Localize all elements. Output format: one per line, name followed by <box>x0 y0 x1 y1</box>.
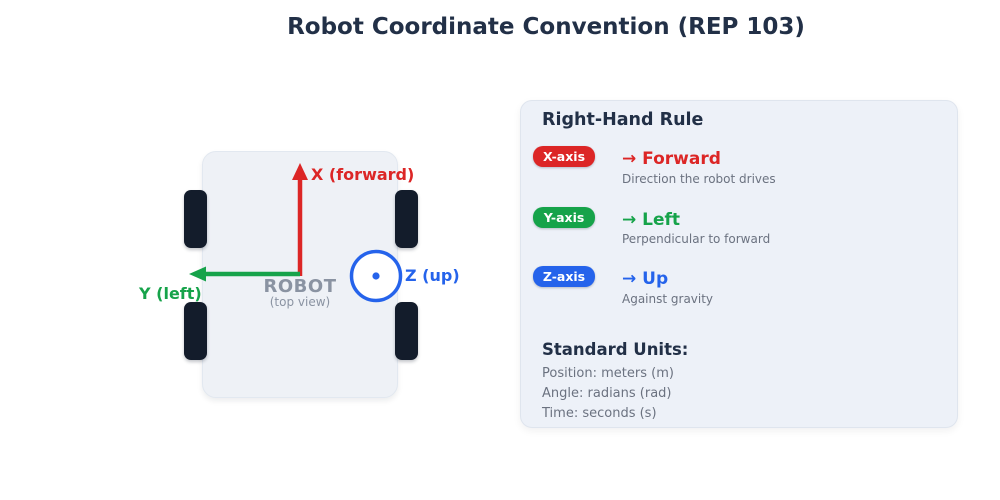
robot-body <box>202 151 398 398</box>
z-axis-direction: → Up <box>622 269 669 289</box>
unit-time: Time: seconds (s) <box>542 406 657 421</box>
wheel-rear-right <box>395 302 418 360</box>
wheel-front-left <box>184 190 207 248</box>
page-title: Robot Coordinate Convention (REP 103) <box>287 14 805 40</box>
wheel-front-right <box>395 190 418 248</box>
z-axis-label: Z (up) <box>405 266 460 285</box>
z-axis-badge: Z-axis <box>533 266 595 287</box>
y-axis-direction: → Left <box>622 210 681 230</box>
unit-angle: Angle: radians (rad) <box>542 386 672 401</box>
x-axis-direction: → Forward <box>622 149 721 169</box>
right-hand-rule-panel: Right-Hand Rule X-axis → Forward Directi… <box>520 100 958 428</box>
robot-label: ROBOT <box>263 276 337 297</box>
standard-units-heading: Standard Units: <box>542 340 689 359</box>
x-axis-label: X (forward) <box>311 165 415 184</box>
y-axis-description: Perpendicular to forward <box>622 232 771 246</box>
y-axis-badge: Y-axis <box>533 207 595 228</box>
z-axis-description: Against gravity <box>622 292 714 306</box>
x-axis-badge: X-axis <box>533 146 595 167</box>
y-axis-label: Y (left) <box>139 284 202 303</box>
robot-sublabel: (top view) <box>269 295 331 309</box>
unit-position: Position: meters (m) <box>542 366 674 381</box>
panel-title: Right-Hand Rule <box>542 110 704 130</box>
wheel-rear-left <box>184 302 207 360</box>
x-axis-description: Direction the robot drives <box>622 172 776 186</box>
